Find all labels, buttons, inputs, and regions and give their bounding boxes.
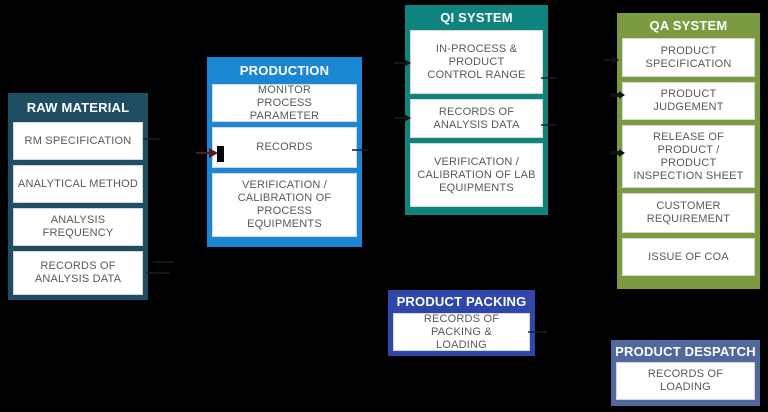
column-title-qi-system: QI SYSTEM	[440, 10, 513, 25]
column-title-raw-material: RAW MATERIAL	[26, 100, 130, 115]
item-records-of-loading: RECORDS OF LOADING	[616, 362, 755, 400]
item-in-process-product-control-range: IN-PROCESS & PRODUCT CONTROL RANGE	[410, 30, 543, 94]
item-records-of-analysis-data-qi: RECORDS OF ANALYSIS DATA	[410, 99, 543, 138]
column-raw-material: RAW MATERIAL RM SPECIFICATION ANALYTICAL…	[8, 93, 148, 300]
item-product-judgement: PRODUCT JUDGEMENT	[622, 82, 755, 120]
column-production: PRODUCTION MONITOR PROCESS PARAMETER REC…	[207, 57, 362, 247]
column-title-production: PRODUCTION	[239, 63, 330, 78]
column-qi-system: QI SYSTEM IN-PROCESS & PRODUCT CONTROL R…	[405, 5, 548, 215]
item-monitor-process-parameter: MONITOR PROCESS PARAMETER	[212, 84, 357, 122]
item-release-of-product: RELEASE OF PRODUCT / PRODUCT INSPECTION …	[622, 125, 755, 188]
column-title-product-packing: PRODUCT PACKING	[396, 294, 527, 309]
item-rm-specification: RM SPECIFICATION	[13, 122, 143, 160]
item-customer-requirement: CUSTOMER REQUIREMENT	[622, 193, 755, 233]
column-product-despatch: PRODUCT DESPATCH RECORDS OF LOADING	[611, 340, 760, 406]
item-records-of-analysis-data-raw: RECORDS OF ANALYSIS DATA	[13, 251, 143, 295]
column-qa-system: QA SYSTEM PRODUCT SPECIFICATION PRODUCT …	[617, 13, 760, 289]
column-title-qa-system: QA SYSTEM	[649, 18, 728, 33]
item-verification-calibration-process: VERIFICATION / CALIBRATION OF PROCESS EQ…	[212, 173, 357, 237]
item-issue-of-coa: ISSUE OF COA	[622, 238, 755, 276]
item-analytical-method: ANALYTICAL METHOD	[13, 165, 143, 203]
item-verification-calibration-lab: VERIFICATION / CALIBRATION OF LAB EQUIPM…	[410, 143, 543, 207]
item-records-production: RECORDS	[212, 127, 357, 168]
item-analysis-frequency: ANALYSIS FREQUENCY	[13, 208, 143, 246]
column-title-product-despatch: PRODUCT DESPATCH	[615, 343, 756, 359]
item-product-specification: PRODUCT SPECIFICATION	[622, 38, 755, 77]
column-product-packing: PRODUCT PACKING RECORDS OF PACKING & LOA…	[388, 290, 535, 356]
item-records-of-packing-loading: RECORDS OF PACKING & LOADING	[393, 313, 530, 351]
